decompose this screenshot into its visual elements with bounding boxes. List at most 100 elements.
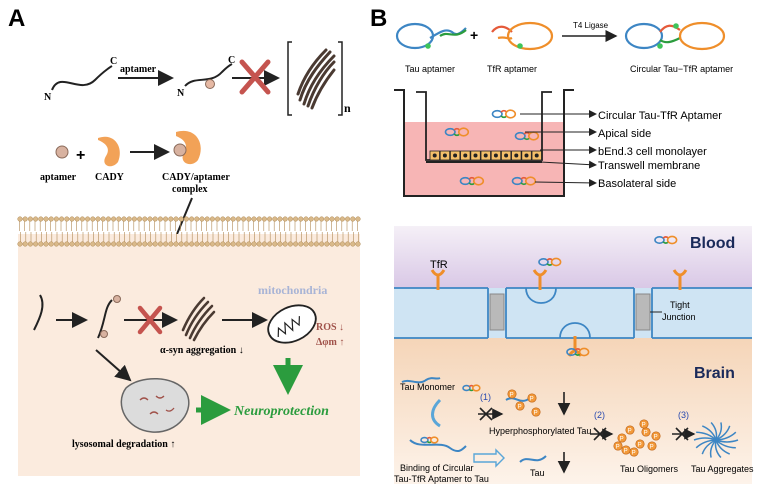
lipid-head — [350, 241, 356, 247]
hyperphos-label: Hyperphosphorylated Tau — [489, 426, 591, 436]
block-cross-icon — [239, 59, 271, 95]
block-cross-icon-2 — [137, 305, 163, 335]
phospho-group-icon: P — [617, 433, 627, 443]
lipid-head — [220, 241, 226, 247]
phospho-circle — [647, 441, 657, 451]
phospho-group-icon: P — [629, 447, 639, 457]
phospho-circle — [625, 425, 635, 435]
transwell-label-4: Transwell membrane — [598, 160, 700, 172]
lipid-head — [22, 241, 28, 247]
phospho-circle — [527, 393, 537, 403]
lipid-head — [59, 241, 65, 247]
cell-nucleus — [524, 153, 529, 158]
lipid-head — [230, 216, 236, 222]
aptamer-loop-tau — [511, 176, 523, 186]
lipid-head — [95, 241, 101, 247]
aptamer-loop-tfr — [578, 347, 590, 357]
tight-junction-2 — [635, 293, 651, 331]
aptamer-loop-tau — [444, 127, 456, 137]
lipid-head — [142, 216, 148, 222]
lipid-head — [355, 216, 361, 222]
aggregate-fiber — [709, 439, 717, 458]
phospho-group-icon: P — [625, 425, 635, 435]
lipid-head — [43, 216, 49, 222]
leader-arrow — [539, 160, 597, 169]
lipid-head — [313, 241, 319, 247]
c-terminus-label-2: C — [228, 55, 235, 66]
step3-label: (3) — [678, 410, 689, 420]
cell-nucleus — [473, 153, 478, 158]
phospho-letter: P — [620, 437, 624, 443]
lipid-head — [199, 216, 205, 222]
lipid-head — [90, 241, 96, 247]
mitochondria-title: mitochondria — [258, 283, 327, 297]
lipid-head — [220, 216, 226, 222]
lipid-head — [183, 216, 189, 222]
lipid-head — [85, 241, 91, 247]
aptamer-bead-icon — [55, 145, 69, 159]
lipid-head — [33, 216, 39, 222]
phospho-letter: P — [628, 429, 632, 435]
phospho-circle — [651, 431, 661, 441]
lipid-head — [17, 216, 23, 222]
transwell-label-3: bEnd.3 cell monolayer — [598, 146, 707, 158]
tau-label: Tau — [530, 468, 545, 478]
incoming-aptamer — [462, 384, 481, 392]
lipid-head — [319, 216, 325, 222]
lipid-head — [74, 241, 80, 247]
aggregate-fiber — [695, 439, 717, 449]
lipid-head — [293, 216, 299, 222]
receptor-head — [532, 269, 548, 277]
lipid-head — [100, 216, 106, 222]
circular-aptamer-icon — [624, 21, 726, 51]
cell-nucleus — [514, 153, 519, 158]
lipid-head — [69, 241, 75, 247]
tfr-receptor — [430, 269, 446, 290]
brain-label: Brain — [694, 365, 735, 382]
lipid-head — [126, 241, 132, 247]
lipid-head — [27, 241, 33, 247]
phospho-letter: P — [654, 435, 658, 441]
phospho-group-icon: P — [507, 389, 517, 399]
phospho-letter: P — [650, 445, 654, 451]
lipid-head — [350, 216, 356, 222]
cell-monolayer — [429, 150, 542, 161]
bracket-subscript: n — [344, 101, 351, 115]
lipid-head — [64, 216, 70, 222]
lipid-head — [319, 241, 325, 247]
aptamer-strand-top — [51, 65, 113, 91]
phospho-group-icon: P — [641, 427, 651, 437]
lipid-head — [105, 241, 111, 247]
lysosome-icon — [120, 377, 190, 433]
lipid-head — [111, 216, 117, 222]
phospho-group-icon: P — [621, 445, 631, 455]
lipid-head — [53, 241, 59, 247]
lipid-head — [282, 241, 288, 247]
lipid-head — [173, 241, 179, 247]
lipid-head — [178, 241, 184, 247]
lipid-head — [230, 241, 236, 247]
circular-aptamer-label: Circular Tau−TfR aptamer — [630, 64, 733, 74]
step2-label: (2) — [594, 410, 605, 420]
aptamer-bound-peptide — [184, 63, 233, 89]
phospho-group-icon: P — [515, 401, 525, 411]
cell-nucleus — [442, 153, 447, 158]
lipid-head — [64, 241, 70, 247]
plus-sign-b: + — [470, 27, 478, 43]
lipid-head — [183, 241, 189, 247]
lipid-head — [152, 216, 158, 222]
lipid-head — [225, 241, 231, 247]
aptamer-loop-tfr — [429, 436, 439, 444]
membrane-potential-label: Δφm ↑ — [316, 337, 344, 348]
lipid-head — [345, 216, 351, 222]
phospho-group-icon: P — [635, 439, 645, 449]
lysosomal-label: lysosomal degradation ↑ — [72, 439, 175, 450]
tau-aptamer-icon — [395, 22, 467, 50]
aptamer-loop-tfr — [471, 384, 481, 392]
lipid-head — [163, 241, 169, 247]
lipid-head — [137, 216, 143, 222]
aggregate-fiber — [715, 422, 723, 441]
lipid-head — [137, 241, 143, 247]
